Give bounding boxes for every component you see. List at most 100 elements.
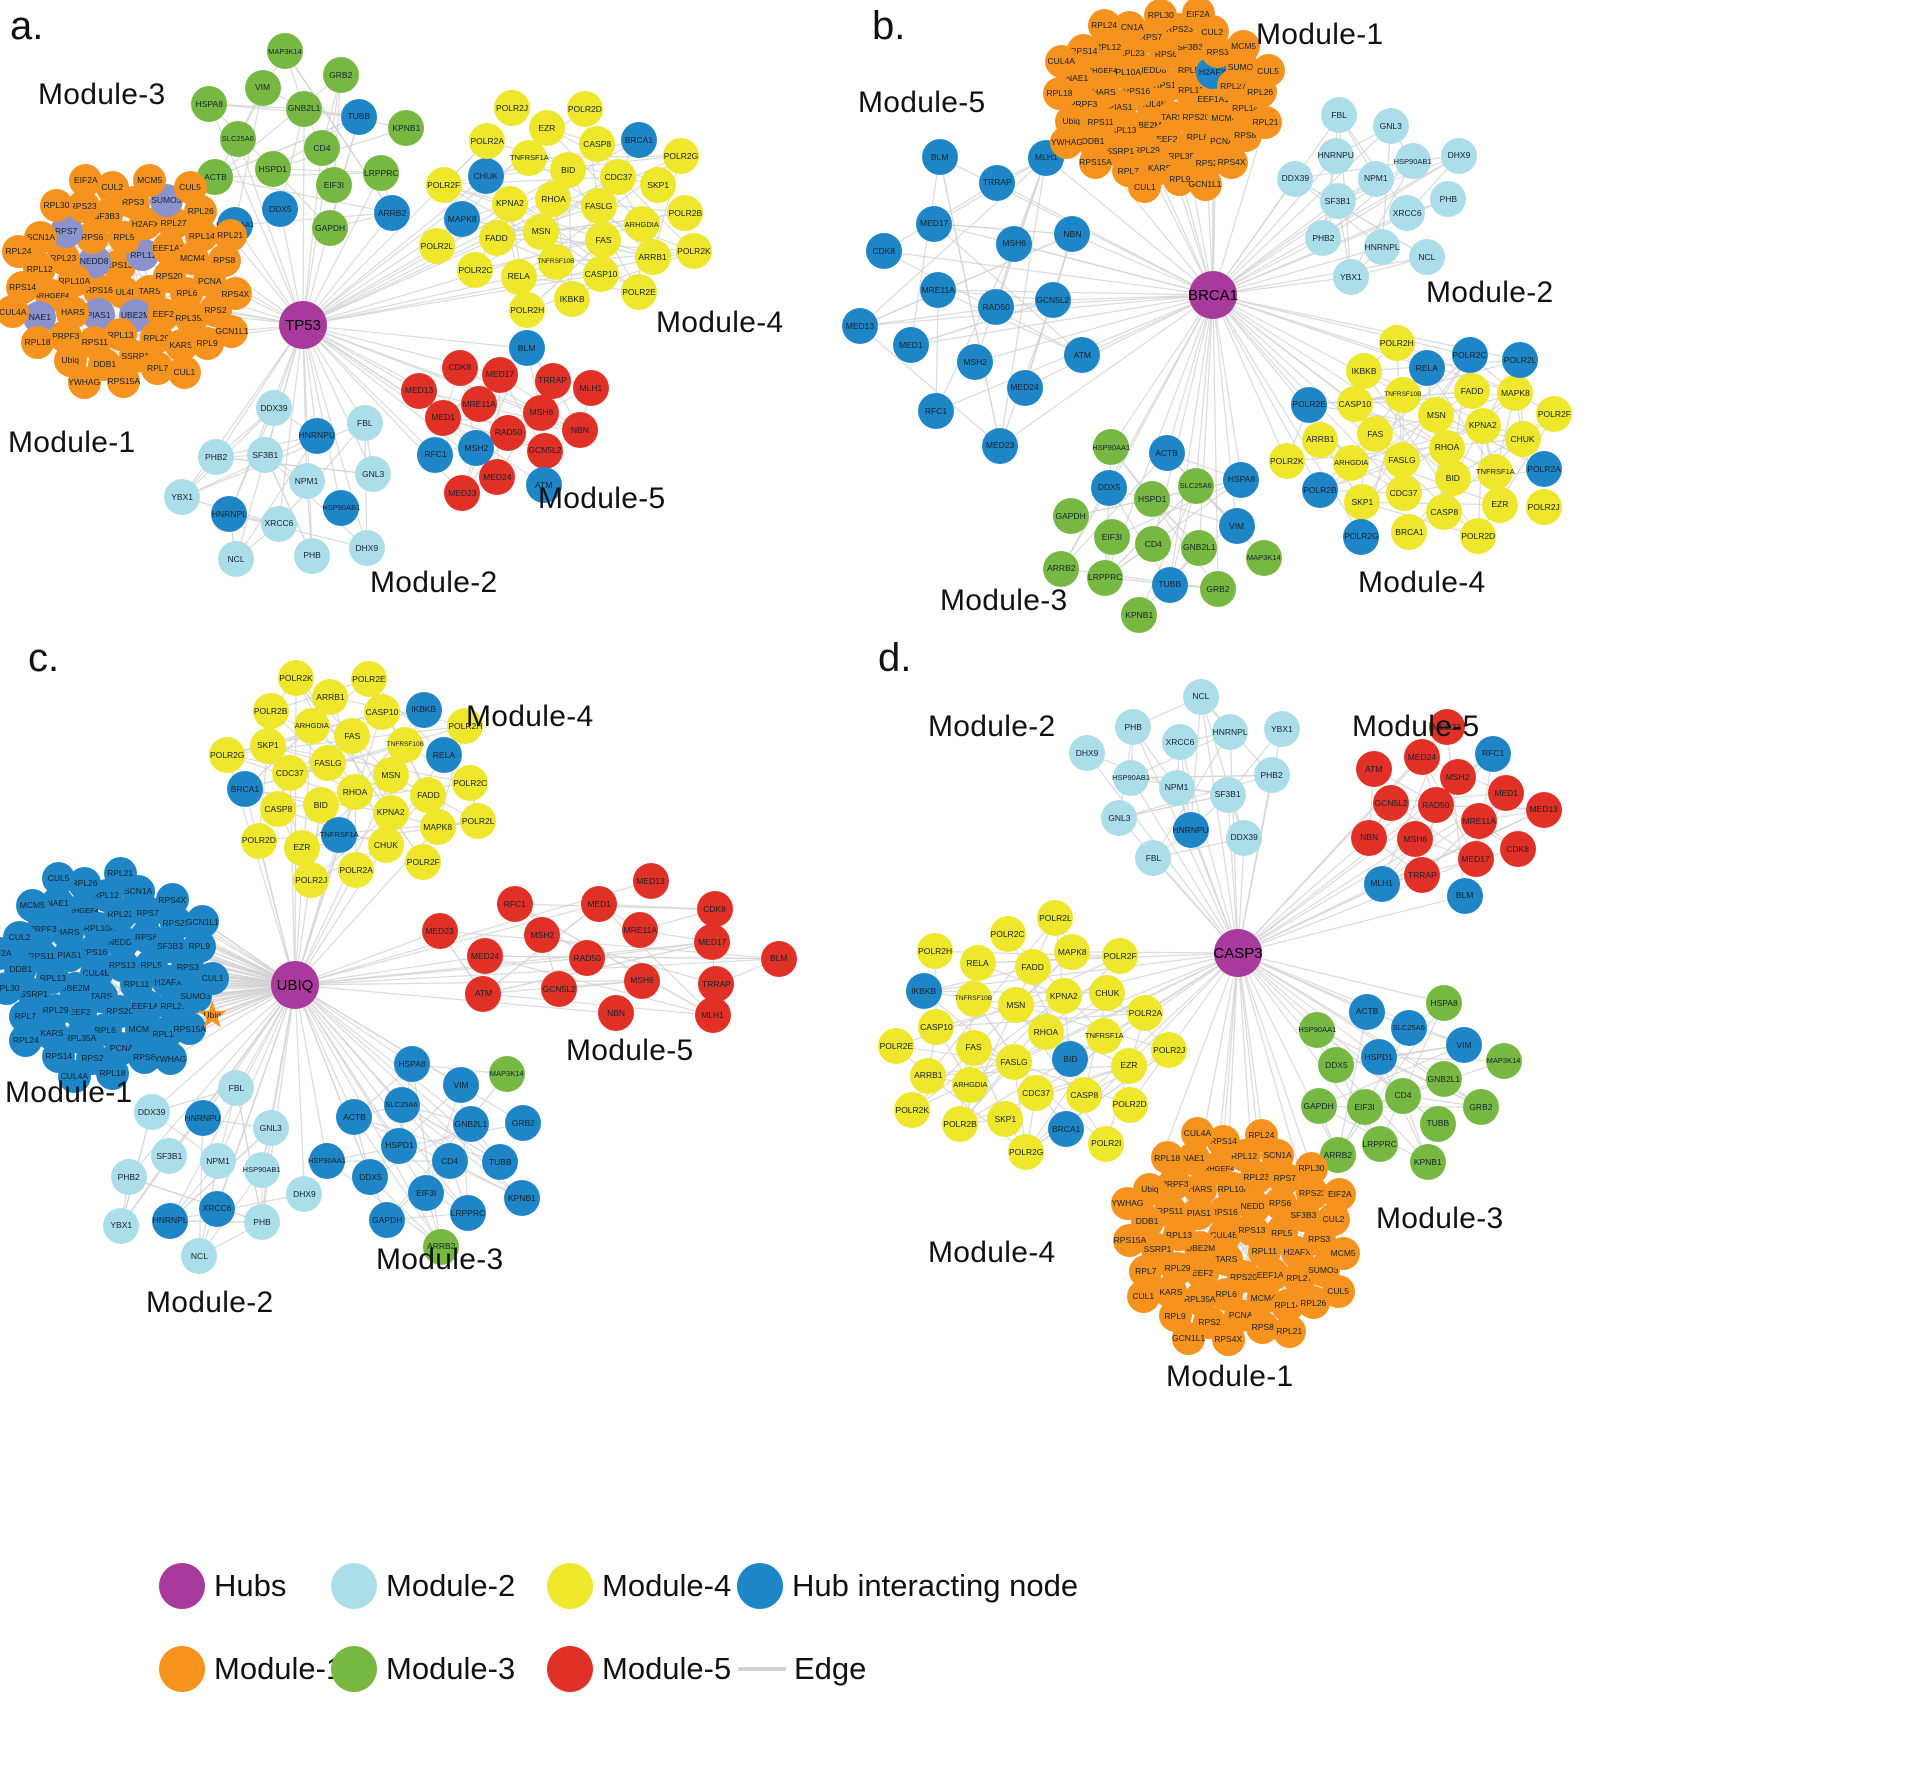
node-mre11a: MRE11A (622, 912, 659, 949)
legend-swatch-module-3 (331, 1646, 377, 1692)
node-label-mlh1: MLH1 (1034, 152, 1058, 163)
node-ddx39: DDX39 (255, 389, 292, 426)
node-skp1: SKP1 (249, 727, 286, 764)
module-label-c-module-4: Module-4 (466, 700, 594, 733)
node-label-sumo3: SUMO3 (1227, 62, 1258, 73)
node-ezr: EZR (1481, 486, 1518, 523)
node-label-ddx5: DDX5 (359, 1172, 382, 1183)
node-label-polr2l: POLR2L (420, 240, 454, 251)
node-tnfrsf10b: TNFRSF10B (537, 244, 574, 281)
node-label-polr2d: POLR2D (567, 103, 602, 114)
panel-letter-a: a. (10, 4, 44, 48)
node-eif3i: EIF3I (408, 1175, 445, 1212)
node-label-cul2: CUL2 (1322, 1213, 1345, 1224)
node-label-sumo3: SUMO3 (1308, 1265, 1339, 1276)
node-label-rps8: RPS8 (1234, 130, 1257, 140)
node-label-rpl18: RPL18 (99, 1067, 126, 1078)
node-polr2i: POLR2I (1088, 1125, 1125, 1162)
panel-letter-d: d. (878, 636, 912, 680)
node-label-cdk8: CDK8 (1506, 843, 1529, 854)
node-label-ezr: EZR (293, 842, 311, 853)
node-mcm5: MCM5 (1326, 1237, 1360, 1271)
node-label-cdc37: CDC37 (1022, 1088, 1050, 1099)
node-label-med23: MED23 (425, 925, 454, 936)
node-label-tubb: TUBB (347, 111, 371, 122)
node-label-bid: BID (1063, 1053, 1078, 1064)
node-label-grb2: GRB2 (329, 69, 353, 80)
node-label-scn1a: SCN1A (123, 885, 153, 896)
node-label-rpl10a: RPL10A (1217, 1183, 1250, 1194)
node-kpnb1: KPNB1 (388, 110, 425, 147)
node-dhx9: DHX9 (286, 1175, 323, 1212)
node-label-pias1: PIAS1 (1108, 101, 1133, 112)
node-polr2l: POLR2L (418, 227, 455, 264)
node-label-msh2: MSH2 (464, 443, 489, 453)
node-label-ncl: NCL (1418, 251, 1436, 262)
node-med1: MED1 (425, 399, 462, 436)
node-rps14: RPS14 (1207, 1124, 1241, 1158)
node-polr2a: POLR2A (338, 851, 375, 888)
node-label-arhgdia: ARHGDIA (624, 219, 659, 229)
node-label-blm: BLM (517, 343, 536, 354)
node-fadd: FADD (1014, 949, 1051, 986)
node-bid: BID (1434, 460, 1471, 497)
node-label-polr2g: POLR2G (663, 150, 699, 161)
node-msh6: MSH6 (523, 394, 560, 431)
node-label-rpl11: RPL11 (1178, 85, 1204, 96)
node-label-blm: BLM (769, 953, 788, 964)
node-label-sf3b1: SF3B1 (156, 1150, 183, 1161)
node-label-phb2: PHB2 (117, 1172, 140, 1183)
node-label-trrap: TRRAP (1407, 869, 1437, 880)
node-map3k14: MAP3K14 (267, 33, 303, 70)
node-lrpprc: LRPPRC (1361, 1126, 1398, 1163)
node-label-eef2: EEF2 (69, 1007, 91, 1018)
node-label-arrb1: ARRB1 (1306, 434, 1335, 445)
node-label-rps11: RPS11 (1087, 117, 1114, 128)
node-label-rpl24: RPL24 (1248, 1129, 1275, 1140)
node-phb2: PHB2 (198, 438, 235, 475)
node-polr2j: POLR2J (494, 90, 531, 127)
node-eif2a: EIF2A (0, 936, 17, 970)
node-label-prpf3: PRPF3 (1161, 1178, 1189, 1189)
node-label-msn: MSN (1426, 409, 1446, 420)
node-kpnb1: KPNB1 (503, 1180, 540, 1217)
node-cul4a: CUL4A (1044, 45, 1078, 79)
node-label-msh6: MSH6 (630, 975, 654, 986)
node-label-gcn5l2: GCN5L2 (528, 445, 562, 456)
node-label-polr2b: POLR2B (253, 705, 288, 716)
node-label-mlh1: MLH1 (1370, 878, 1394, 889)
node-label-nedd8: NEDD8 (79, 256, 109, 267)
node-mlh1: MLH1 (1363, 865, 1400, 902)
node-label-cul2: CUL2 (1201, 26, 1224, 37)
node-label-polr2j: POLR2J (1153, 1044, 1186, 1055)
node-dhx9: DHX9 (1440, 137, 1477, 174)
node-label-ddx39: DDX39 (137, 1106, 166, 1117)
node-label-gcn5l2: GCN5L2 (542, 984, 576, 995)
node-cdk8: CDK8 (865, 233, 902, 270)
node-label-rps4x: RPS4X (1217, 157, 1246, 168)
node-rpl30: RPL30 (1144, 0, 1178, 32)
node-label-ywhag: YWHAG (154, 1053, 187, 1064)
node-rpl21: RPL21 (1272, 1315, 1306, 1349)
node-fbl: FBL (1321, 97, 1358, 134)
node-label-mcm4: MCM4 (128, 1024, 154, 1035)
node-med17: MED17 (1457, 840, 1494, 877)
node-label-kpnb1: KPNB1 (1413, 1157, 1442, 1168)
node-label-cd4: CD4 (1394, 1090, 1412, 1101)
node-slc25a6: SLC25A6 (1390, 1009, 1427, 1046)
node-polr2h: POLR2H (447, 707, 484, 744)
hub-label-brca1: BRCA1 (1187, 286, 1239, 304)
node-label-h2afx: H2AFX (131, 218, 160, 229)
node-label-nbn: NBN (607, 1008, 626, 1019)
node-label-sf3b3: SF3B3 (93, 210, 120, 221)
node-label-nae1: NAE1 (1182, 1153, 1205, 1164)
node-label-bid: BID (561, 164, 576, 175)
node-label-cul4a: CUL4A (1047, 56, 1075, 67)
node-label-hnrnpu: HNRNPU (184, 1113, 221, 1124)
node-lrpprc: LRPPRC (1087, 559, 1124, 596)
node-label-rpl9: RPL9 (1164, 1310, 1186, 1321)
node-label-skp1: SKP1 (1351, 497, 1374, 508)
node-label-ikbkb: IKBKB (1351, 365, 1377, 376)
node-label-pcna: PCNA (1210, 135, 1234, 146)
node-label-eif2a: EIF2A (1328, 1188, 1352, 1199)
